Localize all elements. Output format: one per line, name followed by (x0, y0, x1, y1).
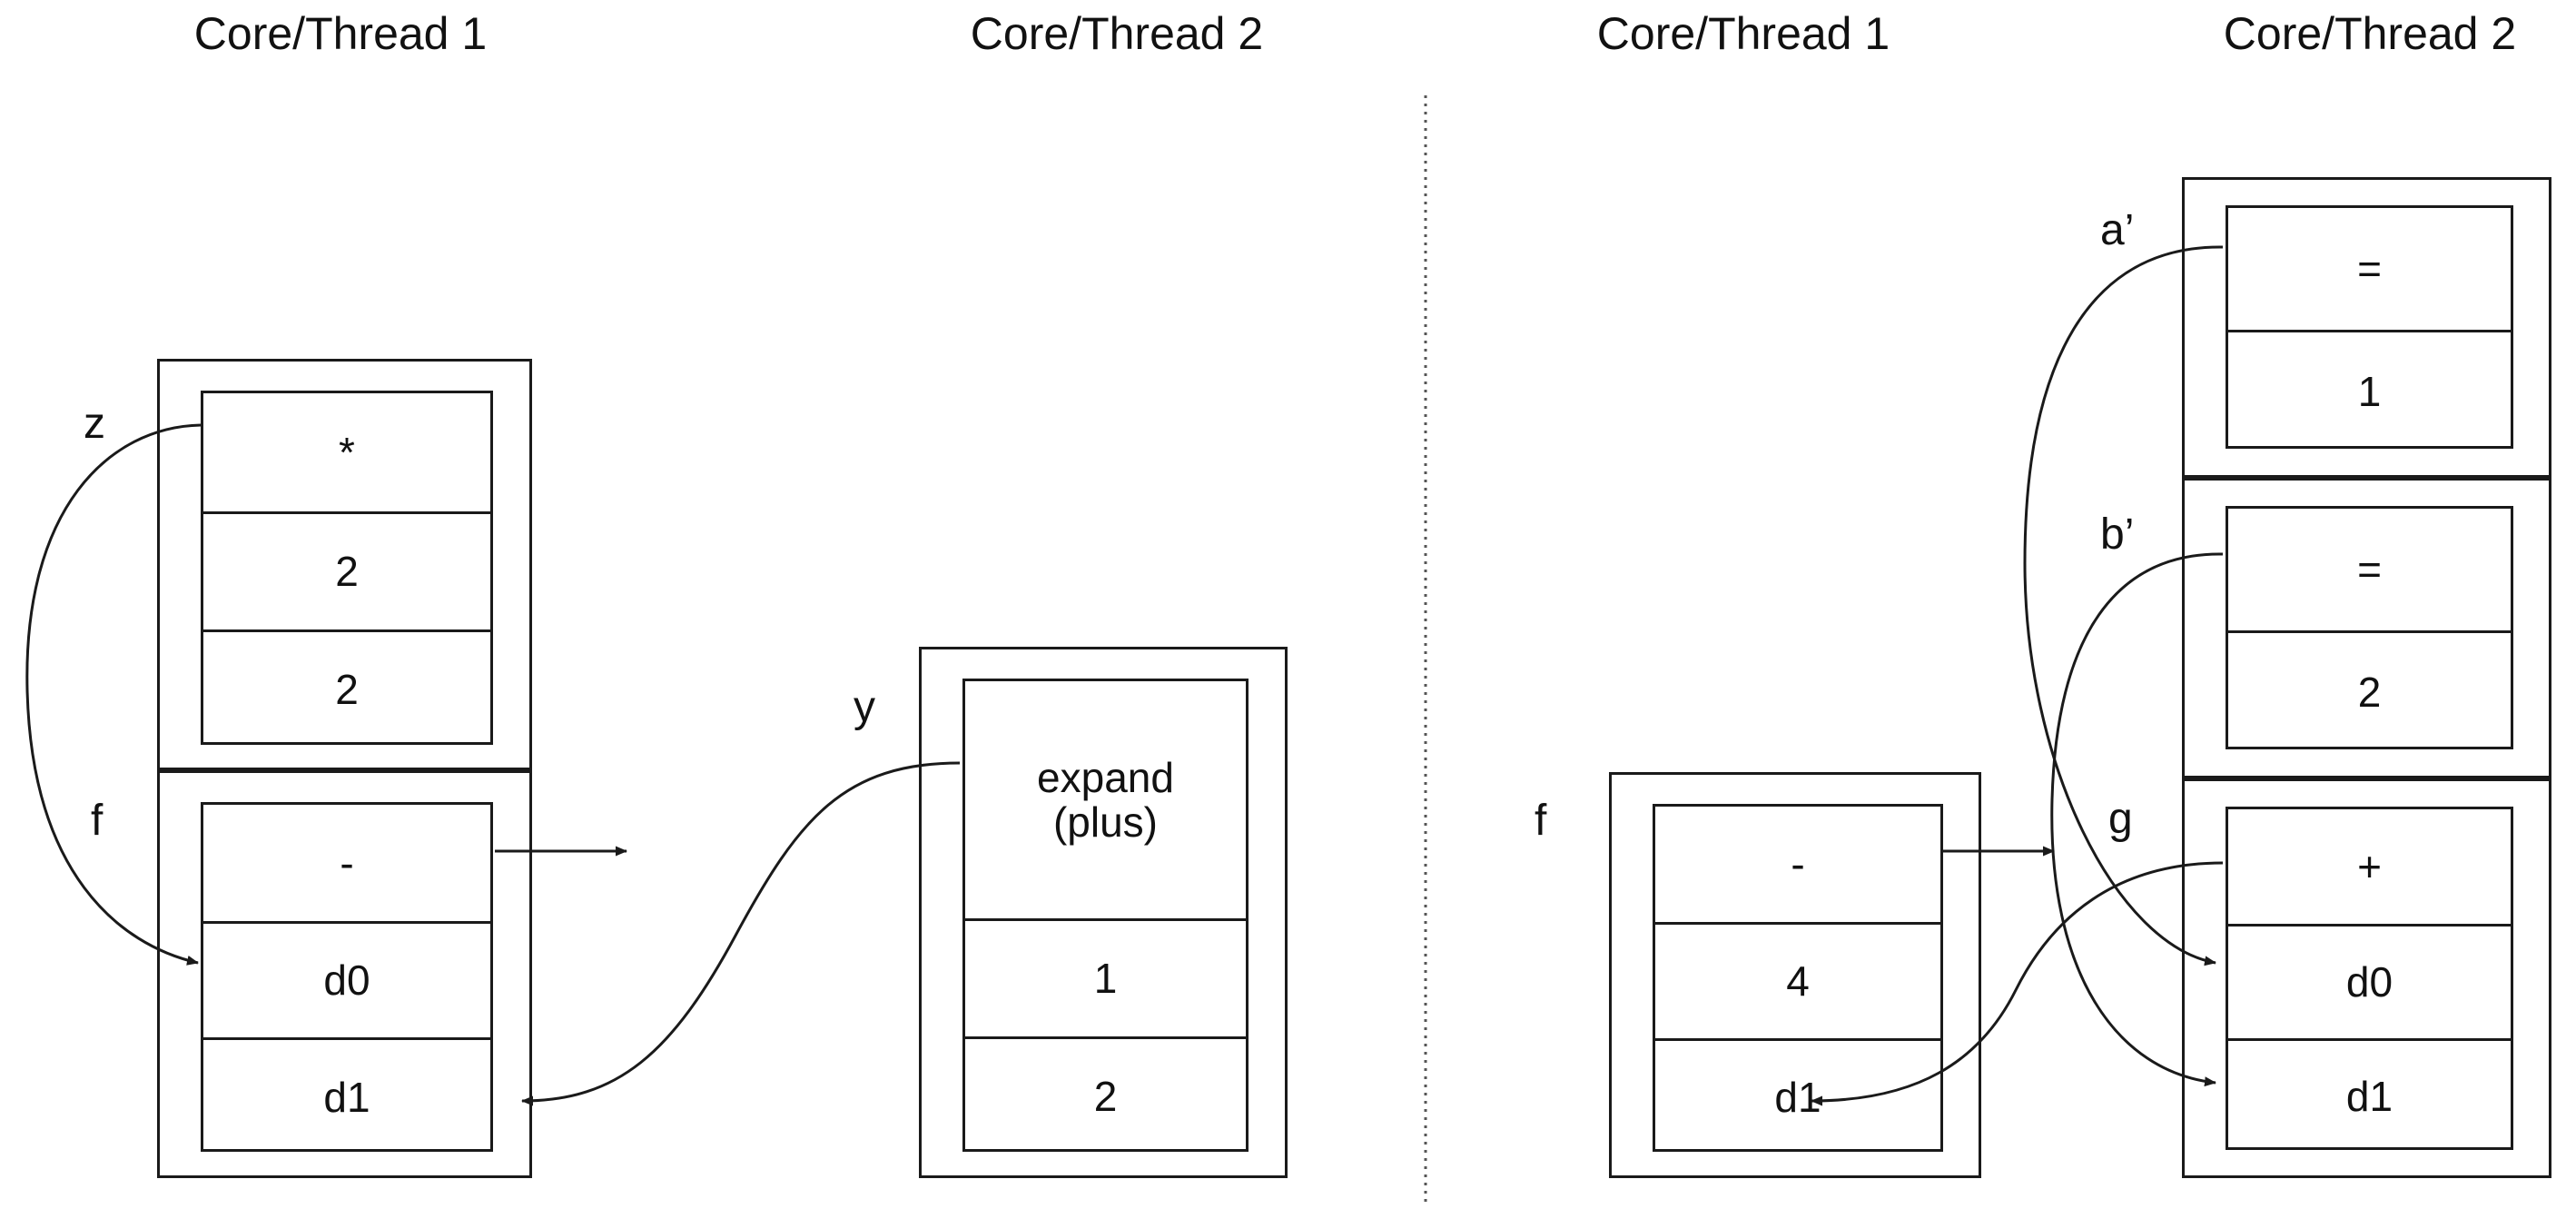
b-prime-cell-op: = (2357, 545, 2382, 593)
b-prime-node-container: = 2 (2182, 478, 2551, 778)
f2-node-cell-op: - (1791, 840, 1805, 888)
f2-node-box: - 4 d1 (1653, 804, 1943, 1152)
g-node-cell-d0: d0 (2228, 924, 2511, 1038)
y-node-container: expand (plus) 1 2 (919, 647, 1288, 1178)
panel-right-title-thread1: Core/Thread 1 (1596, 8, 1890, 59)
edge-label-y: y (854, 683, 875, 731)
z-node-cell-arg1: 2 (203, 629, 490, 748)
panel-right-title-thread2: Core/Thread 2 (2223, 8, 2517, 59)
edge-label-a-prime: a’ (2100, 206, 2135, 254)
g-node-container: + d0 d1 (2182, 778, 2551, 1178)
f2-node-container: - 4 d1 (1609, 772, 1981, 1178)
f2-node-cell-d1: d1 (1655, 1038, 1940, 1154)
edge-label-g: g (2108, 795, 2133, 843)
edge-label-f2: f (1535, 797, 1547, 845)
z-node-cell-arg0: 2 (203, 511, 490, 629)
f-node-cell-op: - (340, 838, 354, 887)
a-prime-cell-value: 1 (2228, 330, 2511, 451)
b-prime-cell-value: 2 (2228, 630, 2511, 752)
f-node-cell-d1: d1 (203, 1037, 490, 1154)
b-prime-node-box: = 2 (2226, 506, 2513, 749)
z-node-cell-op: * (339, 428, 355, 476)
edge-y-arrow (521, 761, 961, 1106)
y-node-cell-arg0: 1 (965, 918, 1246, 1036)
y-node-box: expand (plus) 1 2 (962, 679, 1249, 1152)
f-node-box: - d0 d1 (201, 802, 493, 1152)
z-node-box: * 2 2 (201, 391, 493, 745)
panel-left-title-thread1: Core/Thread 1 (193, 8, 488, 59)
g-node-box: + d0 d1 (2226, 807, 2513, 1150)
panel-left-title-thread2: Core/Thread 2 (970, 8, 1264, 59)
z-node-container: * 2 2 (157, 359, 532, 770)
edge-label-f: f (91, 797, 104, 845)
edge-label-z: z (84, 400, 105, 448)
a-prime-node-box: = 1 (2226, 205, 2513, 449)
f2-node-cell-value: 4 (1655, 922, 1940, 1038)
f-node-container: - d0 d1 (157, 770, 532, 1178)
a-prime-node-container: = 1 (2182, 177, 2551, 478)
edge-label-b-prime: b’ (2100, 510, 2135, 559)
g-node-cell-op: + (2357, 842, 2382, 890)
y-node-cell-arg1: 2 (965, 1036, 1246, 1154)
y-node-cell-op: expand (plus) (1037, 754, 1174, 846)
g-node-cell-d1: d1 (2228, 1038, 2511, 1153)
f-node-cell-d0: d0 (203, 921, 490, 1037)
a-prime-cell-op: = (2357, 244, 2382, 292)
